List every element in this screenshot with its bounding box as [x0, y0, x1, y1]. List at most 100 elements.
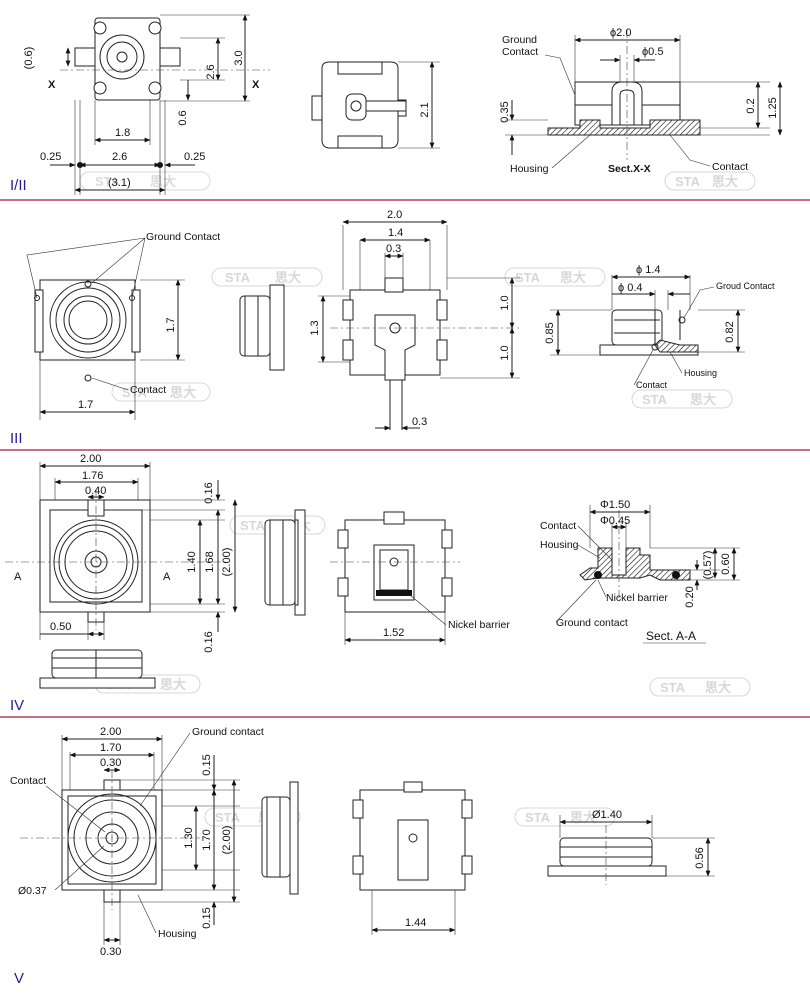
dim-label: 0.3	[386, 243, 401, 255]
dim-label: ϕ 1.4	[636, 264, 661, 276]
dim-label: 0.30	[100, 757, 121, 769]
dim-label: 0.40	[85, 485, 106, 497]
dim-label: (0.57)	[702, 551, 714, 580]
watermark-logo: STA 思大	[211, 267, 323, 287]
section-label: IV	[10, 697, 24, 714]
section-4-top-view	[20, 770, 200, 910]
dim-label: 1.44	[405, 917, 426, 929]
dim-label: 0.16	[203, 482, 215, 503]
svg-text:STA: STA	[660, 680, 686, 695]
dim-label: 3.0	[233, 50, 245, 65]
section-1-cross-section	[547, 30, 701, 160]
dim-label: 0.15	[201, 754, 213, 775]
dim-label: 2.0	[387, 209, 402, 221]
section-x-mark: X	[252, 79, 260, 91]
dim-label: 1.7	[165, 317, 177, 332]
svg-text:STA: STA	[525, 810, 551, 825]
contact-label: Contact	[10, 775, 46, 787]
section-2-cross-section	[599, 309, 699, 356]
dim-label: 0.85	[544, 322, 556, 343]
dim-label: 0.50	[50, 621, 71, 633]
svg-text:思大: 思大	[275, 270, 301, 285]
svg-text:STA: STA	[95, 174, 121, 189]
watermark-logo: STA 思大	[631, 389, 733, 409]
housing-label: Housing	[510, 163, 549, 175]
dim-label: Φ1.50	[600, 499, 630, 511]
svg-text:思大: 思大	[712, 174, 738, 189]
svg-text:思大: 思大	[160, 677, 186, 692]
section-a-mark: A	[14, 571, 22, 583]
section-3-front-view	[39, 649, 156, 689]
svg-text:思大: 思大	[170, 385, 196, 400]
housing-label: Housing	[684, 368, 717, 378]
contact-label: Contact	[712, 161, 748, 173]
dim-label: 0.15	[201, 907, 213, 928]
section-2-bottom-view	[330, 277, 520, 430]
dim-label: 2.00	[80, 453, 101, 465]
dim-label: Φ0.45	[600, 515, 630, 527]
dim-label: 2.1	[419, 102, 431, 117]
dim-label: 1.7	[78, 399, 93, 411]
housing-label: Housing	[540, 539, 579, 551]
svg-text:STA: STA	[515, 270, 541, 285]
dim-label: (2.00)	[221, 826, 233, 855]
section-3-side-view	[264, 509, 306, 616]
section-4-side-view	[261, 781, 299, 895]
dim-label: 1.70	[201, 829, 213, 850]
svg-text:思大: 思大	[560, 270, 586, 285]
dim-label: 1.3	[309, 320, 321, 335]
ground-contact-label: Ground Contact	[146, 231, 220, 243]
dim-label: 2.00	[100, 726, 121, 738]
section-3-bottom-view	[330, 511, 460, 613]
dim-label: 1.68	[204, 551, 216, 572]
housing-label: Housing	[158, 928, 197, 940]
dim-label: 1.4	[388, 227, 403, 239]
dim-label: Ø1.40	[592, 809, 622, 821]
ground-contact-label: Ground contact	[556, 617, 628, 629]
dim-label: (2.00)	[221, 548, 233, 577]
dim-label: 0.16	[203, 631, 215, 652]
dim-label: 0.20	[684, 586, 696, 607]
section-1-bottom-view	[311, 61, 407, 149]
ground-contact-label: Ground	[502, 34, 537, 46]
dim-label: 0.30	[100, 946, 121, 958]
svg-text:思大: 思大	[705, 680, 731, 695]
dim-label: 1.8	[115, 127, 130, 139]
section-1-top-view	[60, 17, 270, 168]
watermark-logo: STA 思大	[649, 677, 751, 697]
nickel-barrier-label: Nickel barrier	[606, 592, 668, 604]
section-4-bottom-view	[352, 781, 473, 891]
dim-label: 1.0	[499, 345, 511, 360]
dim-label: 0.56	[694, 847, 706, 868]
dim-label: 1.30	[183, 827, 195, 848]
ground-contact-label: Groud Contact	[716, 281, 775, 291]
dim-label: ϕ0.5	[642, 46, 663, 58]
dim-label: 0.2	[745, 98, 757, 113]
watermark-logo: STA 思大	[504, 267, 606, 287]
dim-label: (3.1)	[108, 177, 131, 189]
dim-label: 0.25	[40, 151, 61, 163]
dim-label: 0.3	[412, 416, 427, 428]
svg-text:STA: STA	[215, 810, 241, 825]
section-label: V	[14, 970, 24, 987]
dim-label: 1.76	[82, 470, 103, 482]
section-2-top-view	[34, 279, 141, 382]
svg-text:思大: 思大	[690, 392, 716, 407]
svg-text:STA: STA	[642, 392, 668, 407]
dim-label: 2.6	[112, 151, 127, 163]
dim-label: ϕ 0.4	[618, 282, 643, 294]
nickel-barrier-label: Nickel barrier	[448, 619, 510, 631]
dim-label: 1.25	[767, 97, 779, 118]
dim-label: 1.70	[100, 742, 121, 754]
svg-text:STA: STA	[225, 270, 251, 285]
contact-label: Contact	[636, 380, 668, 390]
dim-label: 1.40	[186, 551, 198, 572]
dim-label: (0.6)	[23, 47, 35, 70]
dim-label: 0.25	[184, 151, 205, 163]
dim-label: 0.35	[499, 101, 511, 122]
dim-label: ϕ2.0	[610, 27, 631, 39]
